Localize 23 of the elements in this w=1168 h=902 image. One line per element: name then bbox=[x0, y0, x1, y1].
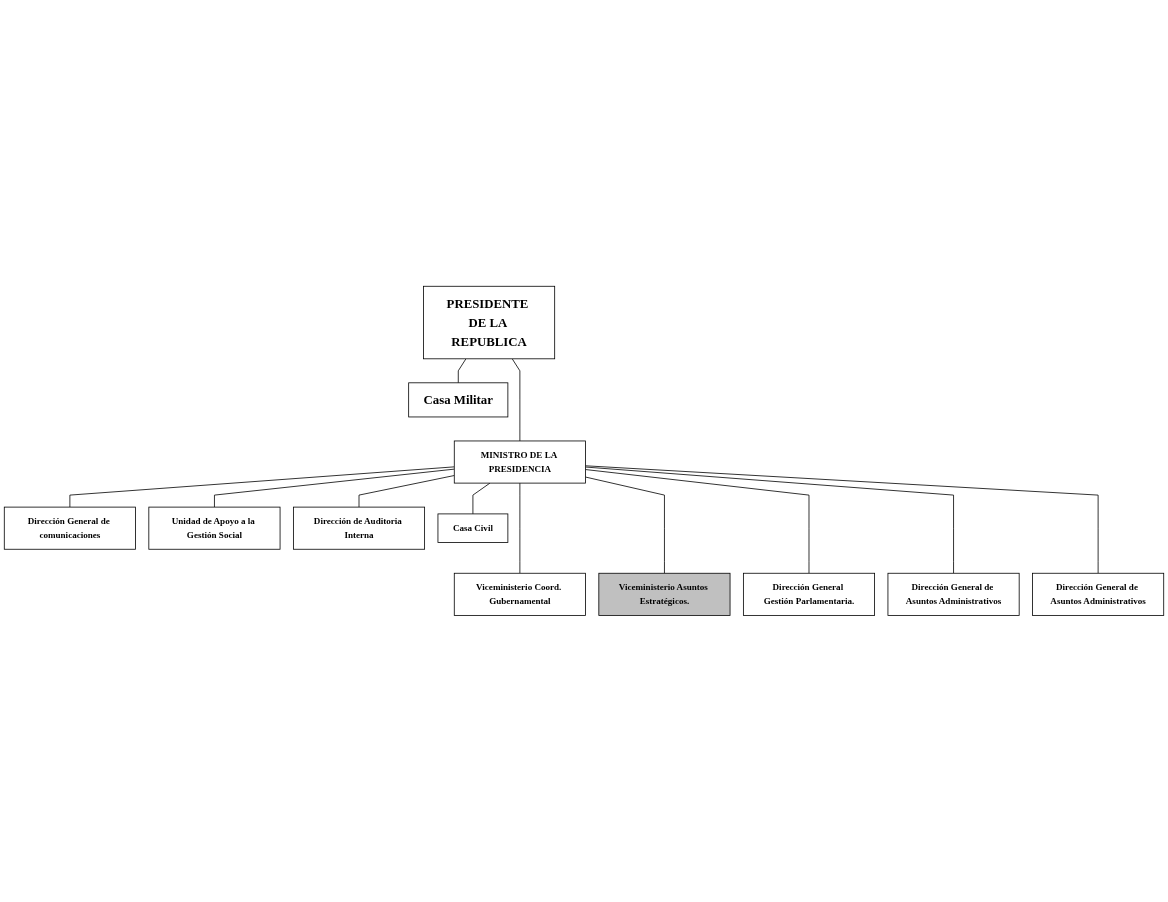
node-box: PRESIDENTE DE LA REPUBLICA bbox=[423, 286, 556, 360]
connector bbox=[358, 475, 455, 508]
node-box: Dirección de Auditoria Interna bbox=[293, 506, 425, 550]
node-box: Viceministerio Asuntos Estratégicos. bbox=[598, 573, 731, 616]
connector bbox=[585, 465, 1099, 574]
connector bbox=[472, 482, 491, 515]
node-box: Dirección General de Asuntos Administrativos bbox=[887, 573, 1020, 616]
connector bbox=[457, 358, 467, 384]
connector bbox=[214, 468, 455, 508]
connector bbox=[69, 466, 455, 508]
connector bbox=[519, 482, 521, 574]
node-box: Casa Militar bbox=[408, 382, 509, 418]
node-box: Viceministerio Coord. Gubernamental bbox=[453, 573, 586, 616]
node-box: MINISTRO DE LA PRESIDENCIA bbox=[453, 440, 586, 484]
node-box: Dirección General de comunicaciones bbox=[3, 506, 136, 550]
connector bbox=[585, 476, 665, 574]
node-box: Unidad de Apoyo a la Gestión Social bbox=[148, 506, 281, 550]
node-box: Dirección General Gestión Parlamentaria. bbox=[743, 573, 875, 616]
connector bbox=[511, 358, 521, 442]
connector bbox=[585, 466, 954, 574]
node-box: Casa Civil bbox=[437, 513, 509, 543]
connector bbox=[585, 469, 810, 574]
node-box: Dirección General de Asuntos Administrativos bbox=[1032, 573, 1165, 616]
